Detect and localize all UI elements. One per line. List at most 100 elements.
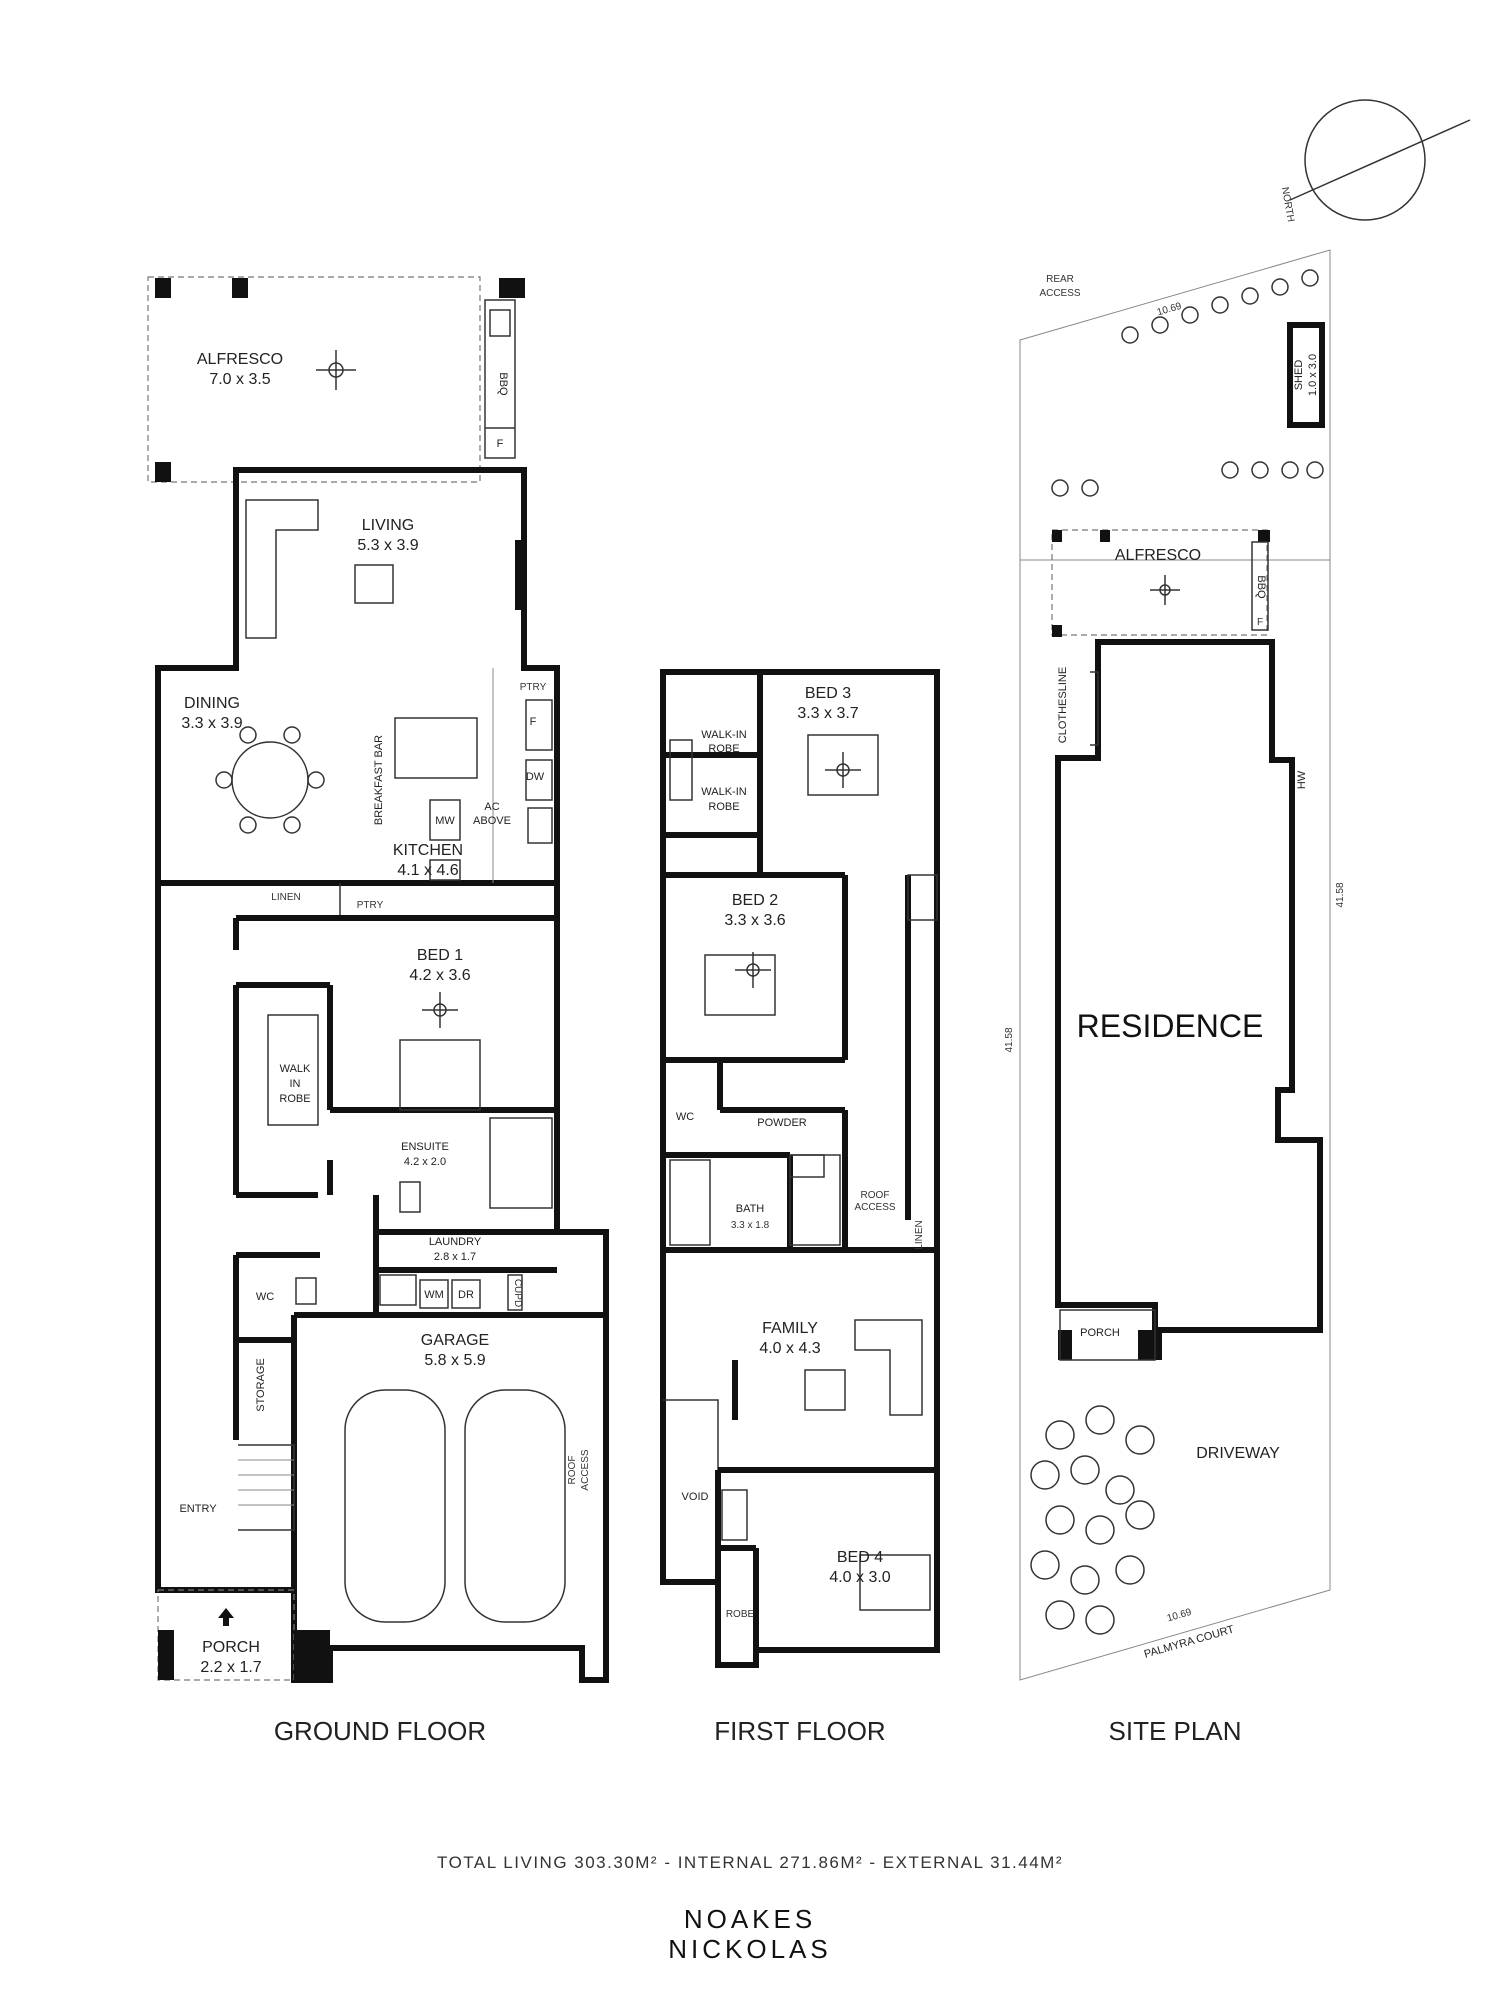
site-fridge-label: F bbox=[1257, 617, 1263, 628]
dishwasher bbox=[525, 759, 553, 801]
ac-above-label: ABOVE bbox=[473, 815, 511, 827]
bed3-label: BED 3 bbox=[805, 685, 851, 702]
microwave bbox=[429, 799, 461, 841]
first-roof-access-label-2: ACCESS bbox=[854, 1202, 895, 1213]
robe-shelf bbox=[669, 739, 693, 801]
site-bbq-label: BBQ bbox=[1255, 575, 1267, 599]
sofa bbox=[245, 499, 319, 639]
dining-size: 3.3 x 3.9 bbox=[181, 715, 242, 732]
area-summary: TOTAL LIVING 303.30M² - INTERNAL 271.86M… bbox=[437, 1853, 1063, 1872]
rear-access-label-1: REAR bbox=[1046, 274, 1074, 285]
porch-label: PORCH bbox=[202, 1639, 260, 1656]
dining-table bbox=[215, 726, 325, 834]
sink bbox=[489, 309, 511, 337]
first-floor-plan bbox=[660, 669, 940, 1668]
alfresco-post bbox=[155, 462, 171, 482]
alfresco-outline bbox=[147, 276, 481, 483]
breakfast-bar-label: BREAKFAST BAR bbox=[373, 735, 385, 825]
pantry-label: PTRY bbox=[520, 682, 547, 693]
bed2-label: BED 2 bbox=[732, 892, 778, 909]
living-label: LIVING bbox=[362, 517, 414, 534]
shed-size: 1.0 x 3.0 bbox=[1307, 354, 1319, 396]
ceiling-fan-icon bbox=[825, 752, 861, 788]
toilet bbox=[399, 1181, 421, 1213]
site-alfresco-label: ALFRESCO bbox=[1115, 547, 1201, 564]
washing-machine-label: WM bbox=[424, 1289, 444, 1301]
alfresco-post bbox=[232, 278, 248, 298]
washing-machine bbox=[419, 1279, 449, 1309]
laundry-size: 2.8 x 1.7 bbox=[434, 1251, 476, 1263]
dryer bbox=[451, 1279, 481, 1309]
bed4-bed bbox=[859, 1554, 931, 1611]
site-alfresco-outline bbox=[1051, 529, 1268, 636]
clothesline bbox=[1090, 671, 1099, 746]
brand-line-1: NOAKES bbox=[684, 1904, 816, 1934]
bed1-label: BED 1 bbox=[417, 947, 463, 964]
street-label: PALMYRA COURT bbox=[1143, 1623, 1236, 1660]
ensuite-size: 4.2 x 2.0 bbox=[404, 1156, 446, 1168]
walk-in-robe-2-label-2: ROBE bbox=[708, 801, 739, 813]
walk-in-robe-label-3: ROBE bbox=[279, 1093, 310, 1105]
shower bbox=[489, 1117, 553, 1209]
site-plan-title: SITE PLAN bbox=[1109, 1716, 1242, 1746]
site-porch bbox=[1059, 1309, 1156, 1361]
site-plan-drawing bbox=[1019, 99, 1471, 1681]
front-dimension-label: 10.69 bbox=[1166, 1607, 1194, 1625]
rear-garden-plants bbox=[1051, 269, 1324, 497]
living-size: 5.3 x 3.9 bbox=[357, 537, 418, 554]
ground-floor-plan bbox=[147, 276, 609, 1683]
bath-size: 3.3 x 1.8 bbox=[731, 1220, 770, 1231]
alfresco-size: 7.0 x 3.5 bbox=[209, 371, 270, 388]
shower bbox=[789, 1154, 841, 1246]
ground-outer-wall bbox=[155, 467, 609, 1683]
storage-label: STORAGE bbox=[255, 1358, 267, 1412]
shed-label: SHED bbox=[1293, 360, 1305, 391]
porch-size: 2.2 x 1.7 bbox=[200, 1659, 261, 1676]
residence-footprint bbox=[1055, 639, 1323, 1333]
entry-arrow-icon bbox=[218, 1608, 234, 1626]
rear-access-label-2: ACCESS bbox=[1039, 288, 1080, 299]
cooktop bbox=[429, 859, 461, 881]
bed4-label: BED 4 bbox=[837, 1549, 883, 1566]
first-outer-wall bbox=[660, 669, 940, 1668]
kitchen-island bbox=[394, 717, 478, 779]
rear-dimension-label: 10.69 bbox=[1156, 301, 1184, 319]
ceiling-fan-icon bbox=[316, 350, 356, 390]
laundry-sink bbox=[379, 1274, 417, 1306]
coffee-table bbox=[804, 1369, 846, 1411]
walk-in-robe-label-2: IN bbox=[290, 1078, 301, 1090]
bed1-size: 4.2 x 3.6 bbox=[409, 967, 470, 984]
fridge bbox=[525, 699, 553, 751]
north-compass-icon bbox=[1304, 99, 1426, 221]
alfresco-post bbox=[499, 278, 525, 298]
bbq-counter bbox=[484, 299, 516, 459]
kitchen-size: 4.1 x 4.6 bbox=[397, 862, 458, 879]
bed2-bed bbox=[704, 954, 776, 1016]
roof-access-label-2: ACCESS bbox=[580, 1449, 591, 1490]
ground-floor-title: GROUND FLOOR bbox=[274, 1716, 486, 1746]
laundry-label: LAUNDRY bbox=[429, 1236, 482, 1248]
powder-label: POWDER bbox=[757, 1117, 807, 1129]
bath-tub bbox=[669, 1159, 711, 1246]
clothesline-label: CLOTHESLINE bbox=[1057, 667, 1069, 743]
bed3-size: 3.3 x 3.7 bbox=[797, 705, 858, 722]
brand-line-2: NICKOLAS bbox=[668, 1934, 832, 1964]
site-porch-label: PORCH bbox=[1080, 1327, 1120, 1339]
car-1 bbox=[344, 1389, 446, 1623]
garage-label: GARAGE bbox=[421, 1332, 489, 1349]
desk bbox=[721, 1489, 748, 1541]
bed2-size: 3.3 x 3.6 bbox=[724, 912, 785, 929]
car-2 bbox=[464, 1389, 566, 1623]
coffee-table bbox=[354, 564, 394, 604]
entry-label: ENTRY bbox=[179, 1503, 217, 1515]
robe-shelves bbox=[267, 1014, 319, 1126]
robe-label: ROBE bbox=[726, 1609, 755, 1620]
residence-label: RESIDENCE bbox=[1077, 1008, 1264, 1044]
first-linen-label: LINEN bbox=[914, 1220, 925, 1249]
ceiling-fan-icon bbox=[422, 992, 458, 1028]
alfresco-label: ALFRESCO bbox=[197, 351, 283, 368]
walk-in-robe-label-1: WALK bbox=[280, 1063, 311, 1075]
cupboard bbox=[507, 1274, 523, 1311]
right-dimension-label: 41.58 bbox=[1335, 882, 1346, 907]
hot-water-label: HW bbox=[1296, 770, 1308, 789]
